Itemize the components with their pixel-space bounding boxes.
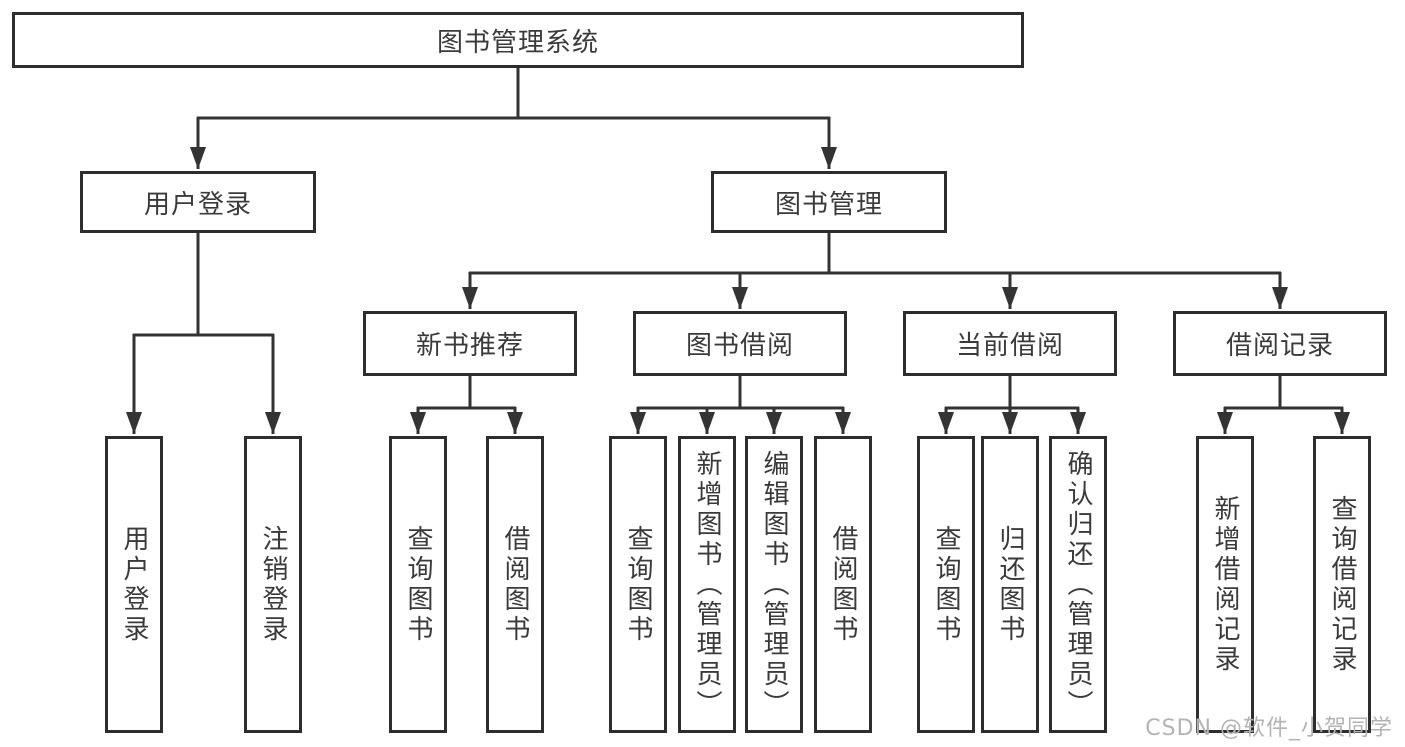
node-new-book-recommend: 新书推荐 — [363, 311, 577, 376]
leaf-bb-query-books: 查询图书 — [609, 436, 667, 733]
node-current-borrow: 当前借阅 — [903, 311, 1117, 376]
leaf-cb-confirm-return-admin: 确认归还（管理员） — [1049, 436, 1107, 733]
leaf-br-query-record: 查询借阅记录 — [1313, 436, 1371, 733]
node-book-management: 图书管理 — [711, 171, 947, 233]
node-root: 图书管理系统 — [12, 12, 1024, 68]
leaf-bb-add-books-admin: 新增图书（管理员） — [678, 436, 736, 733]
leaf-logout: 注销登录 — [244, 436, 302, 733]
leaf-cb-return-books: 归还图书 — [981, 436, 1039, 733]
leaf-nb-query-books: 查询图书 — [389, 436, 447, 733]
csdn-watermark: CSDN @软件_小贺同学 — [1145, 716, 1393, 741]
leaf-bb-edit-books-admin: 编辑图书（管理员） — [745, 436, 803, 733]
leaf-nb-borrow-books: 借阅图书 — [486, 436, 544, 733]
leaf-bb-borrow-books: 借阅图书 — [814, 436, 872, 733]
leaf-br-add-record: 新增借阅记录 — [1196, 436, 1254, 733]
node-user-login: 用户登录 — [80, 171, 316, 233]
node-book-borrow: 图书借阅 — [633, 311, 847, 376]
node-borrow-records: 借阅记录 — [1173, 311, 1387, 376]
leaf-cb-query-books: 查询图书 — [917, 436, 975, 733]
leaf-user-login: 用户登录 — [105, 436, 163, 733]
